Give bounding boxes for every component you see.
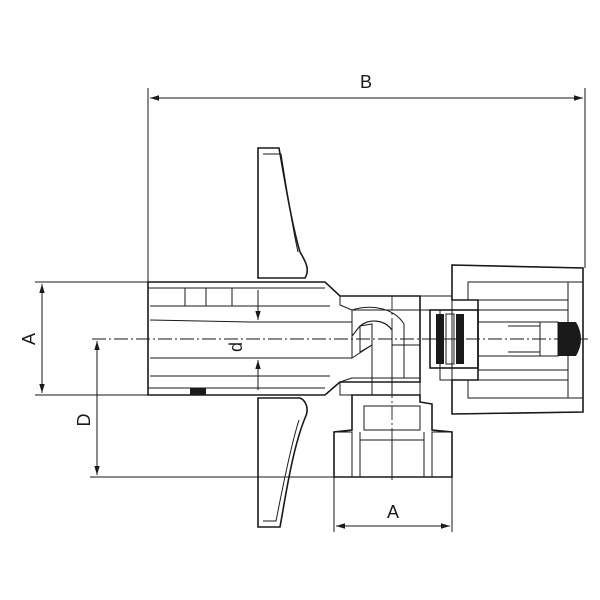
knob-cover: [451, 264, 584, 415]
body-section-hatch: [339, 295, 453, 396]
dimension-a-bottom-label: A: [387, 502, 399, 522]
dimension-inner-d-label: d: [226, 342, 246, 352]
dimension-d: D: [74, 341, 334, 478]
flow-bore: [359, 320, 393, 396]
outlet-connection: [333, 394, 453, 478]
dimension-b: B: [147, 72, 586, 282]
dimension-a-left-label: A: [19, 333, 39, 345]
dimension-a-bottom: A: [333, 477, 453, 532]
lever-handle: [257, 147, 308, 528]
dimension-a-left: A: [19, 281, 148, 396]
dimension-inner-d: d: [226, 290, 261, 390]
dimension-b-label: B: [360, 72, 372, 92]
dimension-d-label: D: [74, 414, 94, 427]
